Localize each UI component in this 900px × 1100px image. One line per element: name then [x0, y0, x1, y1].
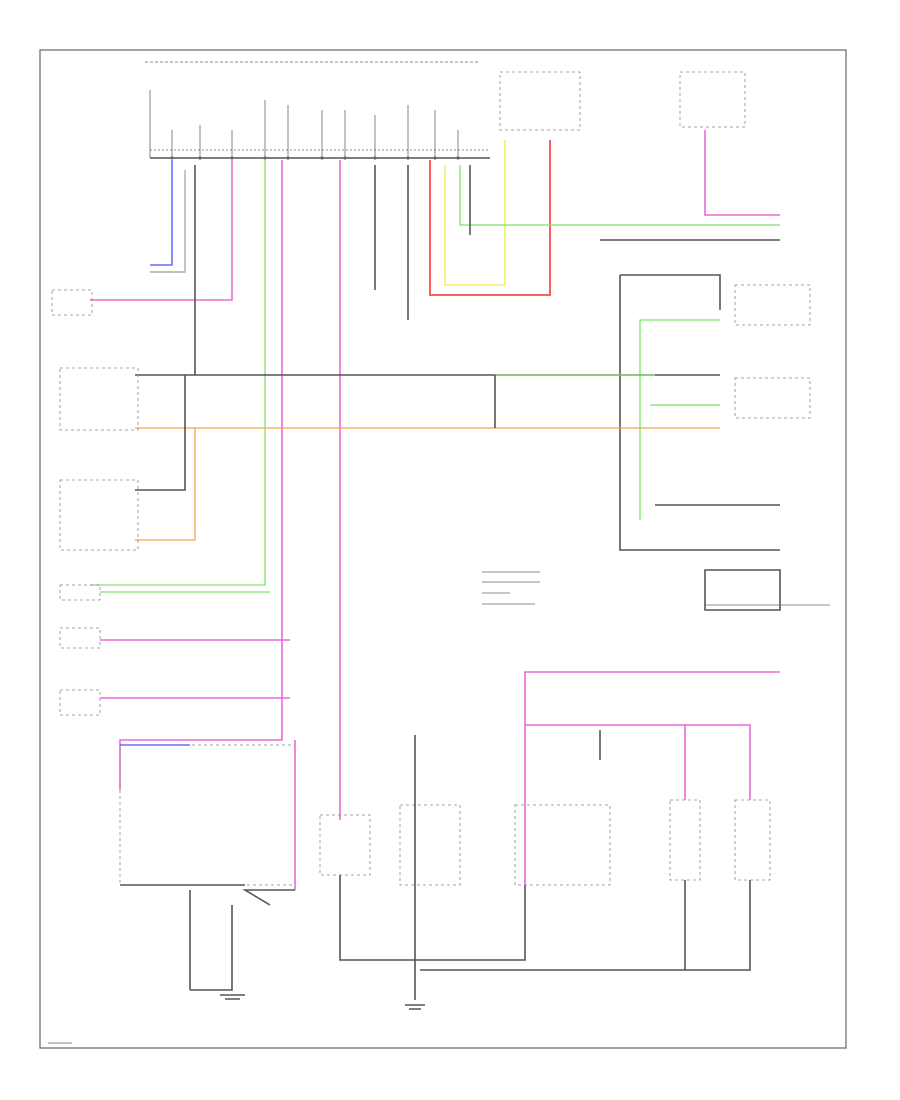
bottom-left-components	[119, 740, 296, 991]
horizontal-bus-lines	[135, 374, 720, 541]
legend	[482, 571, 540, 605]
left-switch-boxes	[51, 289, 290, 716]
top-vertical-wires	[90, 130, 780, 820]
diagram-frame	[39, 49, 847, 1049]
right-switch-group	[600, 239, 830, 611]
ground-symbols	[220, 994, 425, 1010]
bottom-right-components	[319, 671, 780, 1000]
top-connector-block	[145, 61, 746, 160]
